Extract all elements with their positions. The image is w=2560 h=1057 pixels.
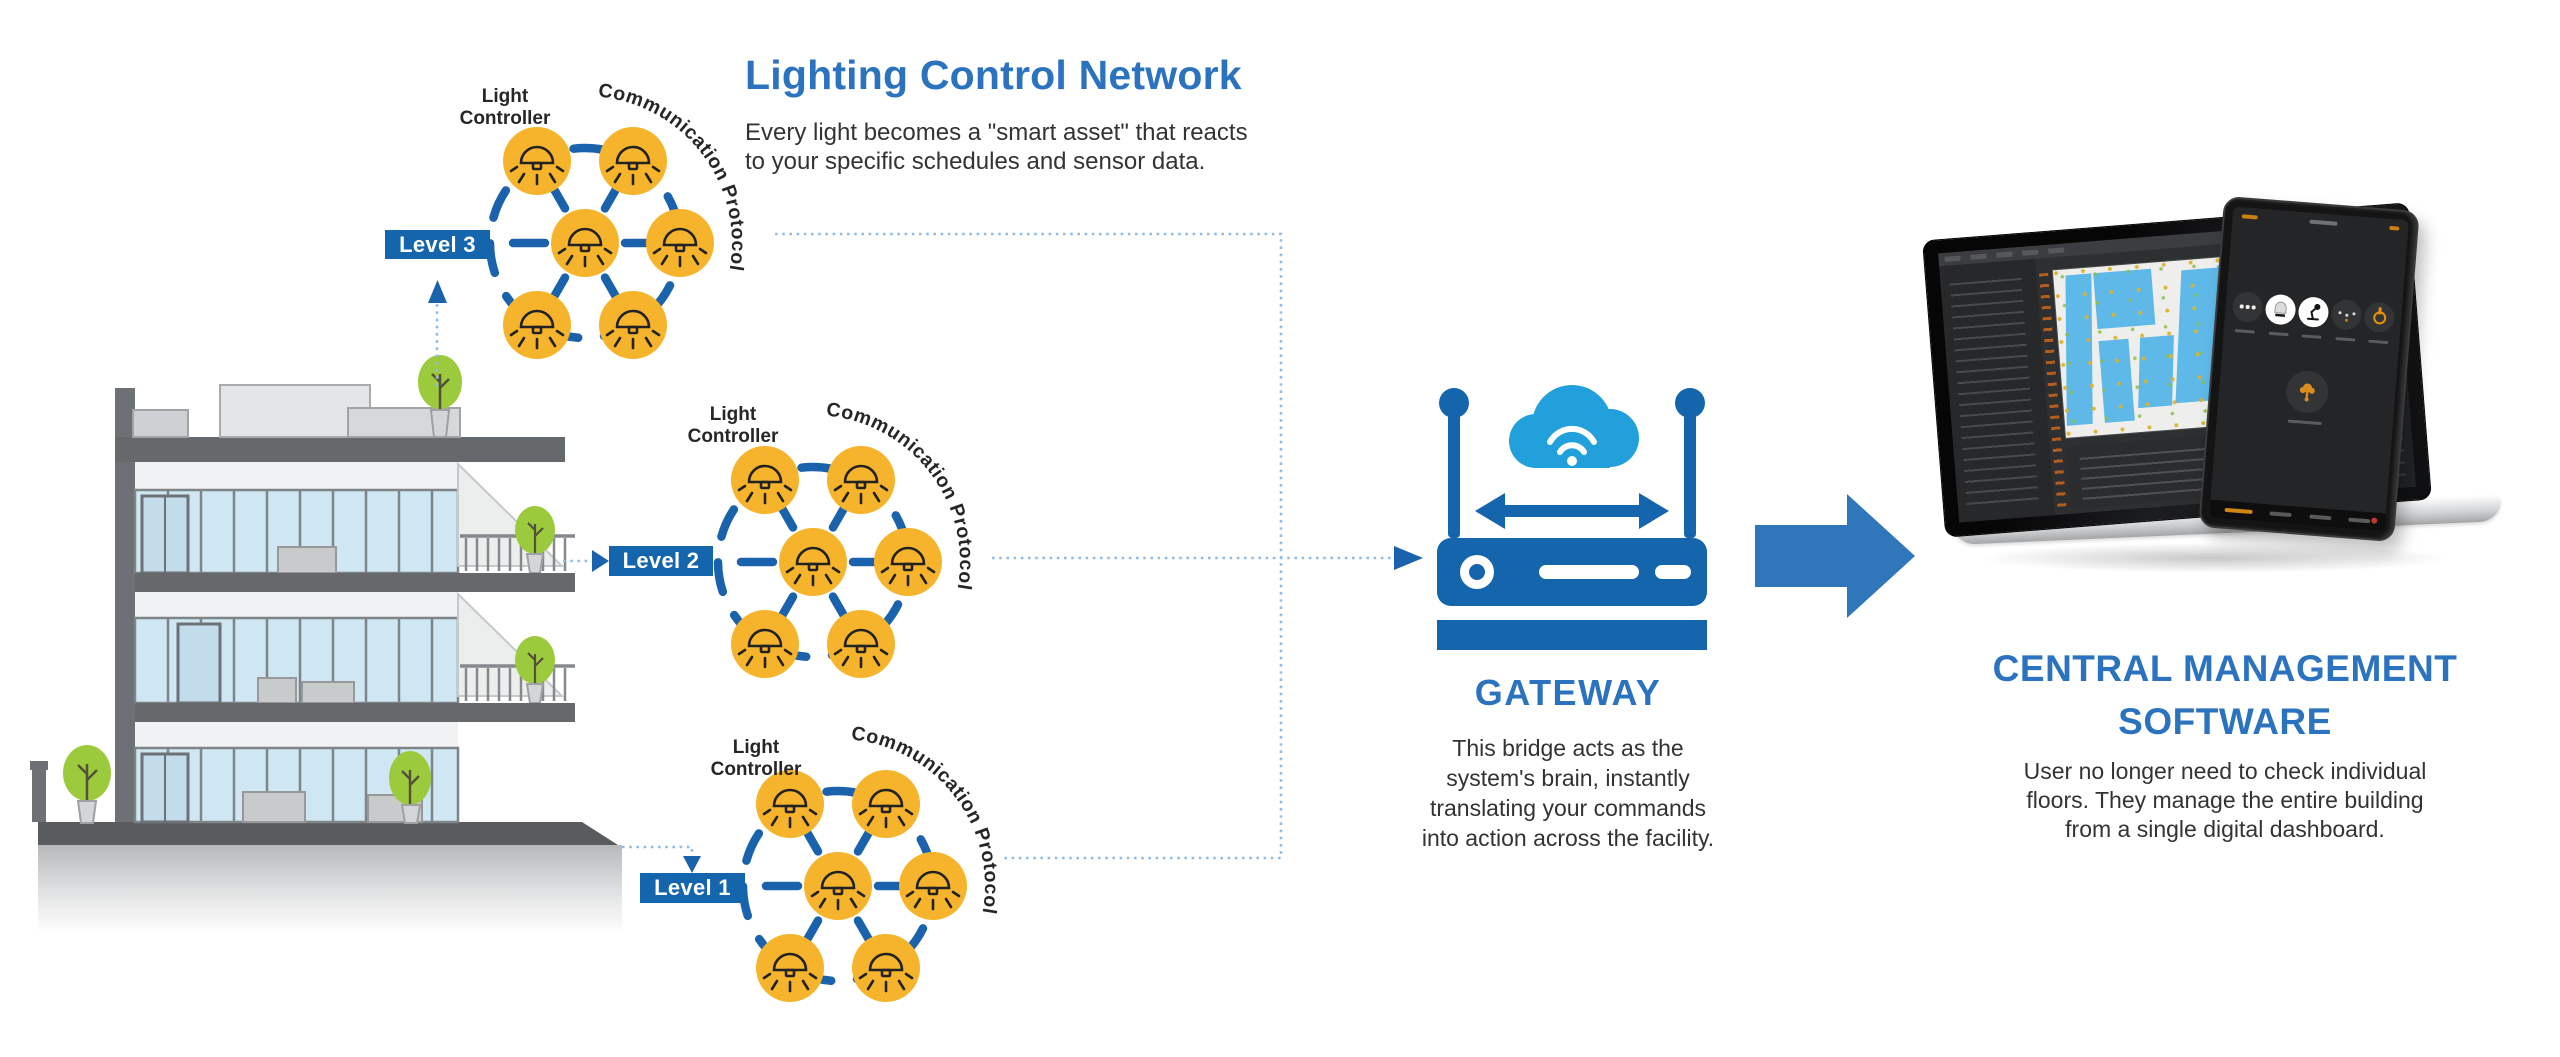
cloud-wifi-icon <box>1509 385 1639 468</box>
network-description-line: Every light becomes a "smart asset" that… <box>745 119 1248 146</box>
light-controller-node-icon <box>597 289 669 361</box>
gateway-description-line: into action across the facility. <box>1421 825 1715 851</box>
sync-arrow-icon <box>1475 493 1669 529</box>
light-controller-node-icon <box>729 608 801 680</box>
light-controller-node-icon <box>501 289 573 361</box>
level-pointer-icon <box>683 856 701 873</box>
gateway-pointer-icon <box>1394 546 1423 570</box>
tablet-statusbar <box>2241 214 2400 231</box>
central-management-description-line: User no longer need to check individual <box>2023 758 2427 784</box>
light-controller-node-icon <box>754 932 826 1004</box>
floor-2 <box>133 591 575 722</box>
dashboard-sidebar <box>1939 258 2056 523</box>
power-icon <box>2363 301 2396 334</box>
router-icon <box>1439 388 1705 538</box>
tree-icon <box>2284 369 2330 415</box>
level-pointer-icon <box>592 550 609 572</box>
network-cluster-level-3: Communication Protocol <box>485 80 748 361</box>
central-management-description-line: floors. They manage the entire building <box>2026 787 2424 813</box>
light-controller-node-icon <box>825 444 897 516</box>
level-pointer-icon <box>428 280 447 303</box>
flow-arrow-icon <box>1755 494 1915 618</box>
chair-icon <box>2264 293 2297 326</box>
tablet <box>2198 195 2420 543</box>
light-controller-node-icon <box>729 444 801 516</box>
roof-slab <box>115 437 565 462</box>
tablet-scene-icons <box>2231 290 2396 334</box>
tree-icon <box>389 751 431 824</box>
light-controller-node-icon <box>850 932 922 1004</box>
gateway-title: GATEWAY <box>1474 672 1662 713</box>
floor-3 <box>133 461 575 592</box>
central-management-description: User no longer need to check individual … <box>1965 757 2485 844</box>
wifi-waves <box>1547 425 1597 455</box>
tablet-scene-row-2 <box>2218 364 2397 420</box>
network-description-line: to your specific schedules and sensor da… <box>745 148 1206 175</box>
level-1-badge: Level 1 <box>640 873 745 903</box>
gateway-description: This bridge acts as the system's brain, … <box>1408 733 1728 853</box>
ground <box>38 845 622 933</box>
level-2-badge: Level 2 <box>609 546 713 576</box>
floor-1 <box>133 722 460 824</box>
device-shadow <box>1980 543 2450 573</box>
dots-icon <box>2231 290 2264 324</box>
tree-icon <box>418 355 462 438</box>
gateway-icon <box>1437 385 1707 650</box>
management-devices <box>1922 165 2525 585</box>
tree-icon <box>63 745 111 824</box>
central-management-title: CENTRAL MANAGEMENT SOFTWARE <box>1945 642 2505 748</box>
light-controller-label: Light Controller <box>459 86 551 129</box>
central-management-description-line: from a single digital dashboard. <box>2065 816 2385 842</box>
bulbs-icon <box>2330 298 2363 331</box>
light-controller-node-icon <box>850 768 922 840</box>
light-controller-node-icon <box>897 850 969 922</box>
gateway-description-line: system's brain, instantly <box>1446 765 1690 791</box>
network-title: Lighting Control Network <box>745 52 1242 98</box>
gateway-description-line: translating your commands <box>1429 795 1707 821</box>
gateway-description-line: This bridge acts as the <box>1452 735 1684 761</box>
light-controller-node-icon <box>549 207 621 279</box>
central-management-title-line: CENTRAL MANAGEMENT <box>1992 648 2458 689</box>
building-wall <box>115 388 135 822</box>
network-cluster-level-2: Communication Protocol <box>713 399 976 680</box>
light-controller-node-icon <box>872 526 944 598</box>
light-controller-node-icon <box>644 207 716 279</box>
ground-slab <box>38 822 618 845</box>
central-management-title-line: SOFTWARE <box>2118 701 2332 742</box>
light-controller-label: Light Controller <box>687 404 779 447</box>
tablet-navbar <box>2209 499 2386 532</box>
tree-icon <box>515 506 555 574</box>
network-description: Every light becomes a "smart asset" that… <box>745 118 1248 176</box>
tablet-control-screen <box>2209 206 2409 532</box>
network-cluster-level-1: Communication Protocol <box>738 723 1001 1004</box>
light-controller-node-icon <box>777 526 849 598</box>
light-controller-node-icon <box>825 608 897 680</box>
light-controller-node-icon <box>802 850 874 922</box>
level-3-badge: Level 3 <box>385 230 490 259</box>
light-controller-label: Light Controller <box>710 737 802 780</box>
light-controller-node-icon <box>597 125 669 197</box>
building-illustration <box>30 355 622 933</box>
lamp-icon <box>2297 296 2330 329</box>
street-wall <box>30 761 48 822</box>
light-controller-node-icon <box>501 125 573 197</box>
